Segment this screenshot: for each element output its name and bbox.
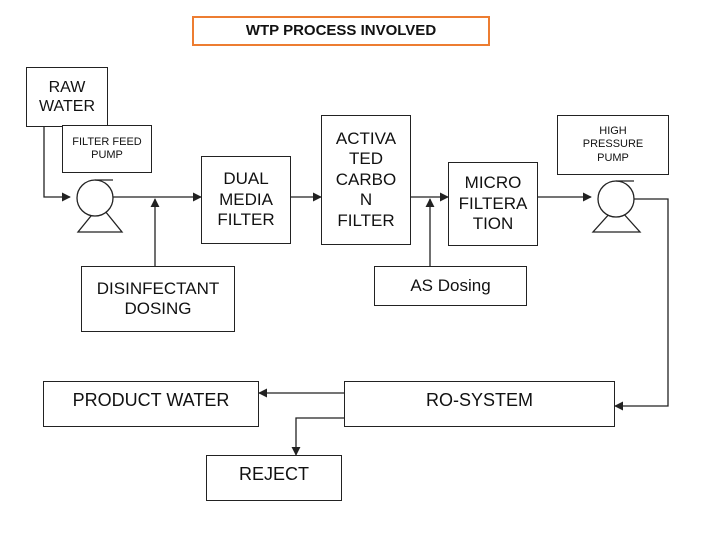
diagram-title: WTP PROCESS INVOLVED	[192, 16, 490, 46]
activated-carbon-filter-node: ACTIVA TED CARBO N FILTER	[321, 115, 411, 245]
dual-media-label-1: DUAL	[223, 169, 269, 189]
raw-water-to-pump-line	[43, 127, 71, 202]
high-pressure-pump-node: HIGH PRESSURE PUMP	[557, 115, 669, 175]
ro-to-reject-line	[291, 417, 344, 456]
micro-filteration-node: MICRO FILTERA TION	[448, 162, 538, 246]
raw-water-label-1: RAW	[48, 78, 86, 96]
as-dosing-label: AS Dosing	[410, 275, 491, 295]
carbon-label-4: N	[359, 190, 373, 210]
dual-media-filter-node: DUAL MEDIA FILTER	[201, 156, 291, 244]
as-dosing-node: AS Dosing	[374, 266, 527, 306]
filter-feed-pump-node: FILTER FEED PUMP	[62, 125, 152, 173]
disinfectant-label-2: DOSING	[124, 299, 192, 318]
reject-node: REJECT	[206, 455, 342, 501]
micro-label-2: FILTERA	[458, 193, 528, 213]
disinfectant-label-1: DISINFECTANT	[96, 278, 220, 298]
hp-pump-label-3: PUMP	[597, 151, 629, 164]
pump-icon	[591, 180, 642, 233]
filter-feed-pump-label-1: FILTER FEED	[72, 135, 142, 148]
dual-media-label-2: MEDIA	[219, 189, 273, 209]
micro-label-3: TION	[472, 214, 514, 234]
hp-pump-label-2: PRESSURE	[582, 138, 644, 151]
product-water-label: PRODUCT WATER	[72, 390, 230, 410]
carbon-label-2: TED	[349, 149, 383, 169]
ro-system-label: RO-SYSTEM	[425, 390, 533, 410]
reject-label: REJECT	[238, 464, 309, 484]
product-water-node: PRODUCT WATER	[43, 381, 259, 427]
raw-water-label-2: WATER	[39, 98, 95, 115]
disinfectant-dosing-node: DISINFECTANT DOSING	[81, 266, 235, 332]
carbon-label-1: ACTIVA	[335, 129, 397, 149]
raw-water-node: RAW WATER	[26, 67, 108, 127]
hp-pump-to-ro-line	[614, 198, 669, 411]
pump-icon	[76, 179, 124, 233]
carbon-label-5: FILTER	[337, 210, 395, 230]
title-text: WTP PROCESS INVOLVED	[245, 22, 437, 39]
filter-feed-pump-label-2: PUMP	[91, 149, 123, 161]
hp-pump-label-1: HIGH	[599, 125, 627, 138]
carbon-label-3: CARBO	[335, 169, 397, 189]
dual-media-label-3: FILTER	[217, 210, 275, 230]
ro-system-node: RO-SYSTEM	[344, 381, 615, 427]
micro-label-1: MICRO	[464, 173, 522, 193]
